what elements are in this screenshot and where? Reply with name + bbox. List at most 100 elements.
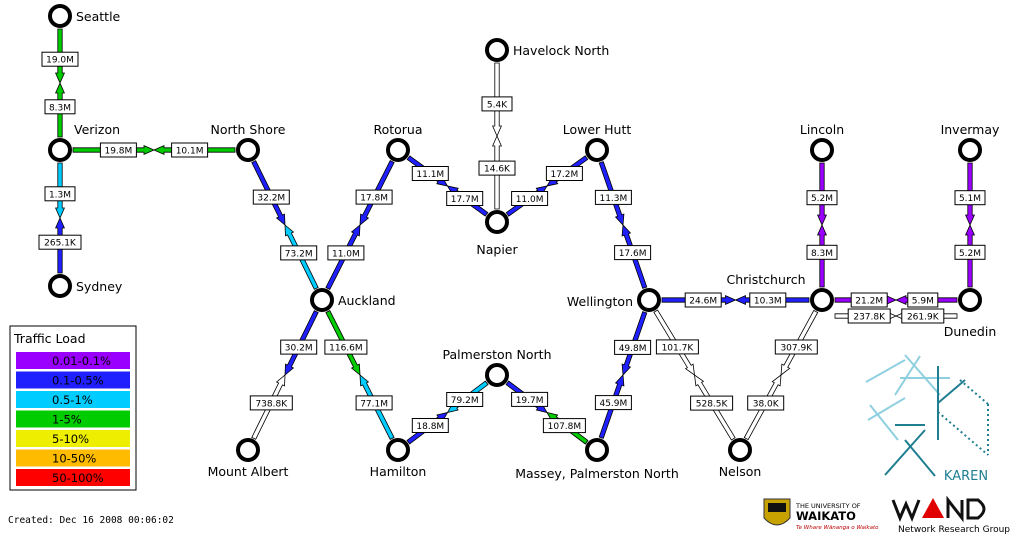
waikato-logo: THE UNIVERSITY OF WAIKATO Te Whare Wānan… [763, 498, 879, 531]
traffic-label: 11.0M [511, 191, 549, 206]
svg-text:116.6M: 116.6M [329, 344, 363, 354]
node-label: Dunedin [944, 324, 997, 339]
legend-label: 0.1-0.5% [52, 374, 104, 388]
traffic-label: 77.1M [355, 395, 393, 411]
node-circle-icon [728, 438, 752, 462]
traffic-label: 5.4K [481, 96, 513, 112]
traffic-label: 18.8M [411, 418, 449, 433]
links-layer [54, 28, 976, 445]
node-lowerhutt[interactable]: Lower Hutt [563, 122, 632, 162]
wand-w-icon [891, 499, 921, 522]
svg-text:5.2M: 5.2M [959, 249, 981, 259]
traffic-label: 17.6M [614, 245, 652, 261]
traffic-label: 17.7M [446, 191, 484, 206]
svg-text:11.3M: 11.3M [599, 194, 627, 204]
traffic-label: 738.8K [249, 395, 293, 411]
legend-swatch [16, 469, 130, 486]
node-christchurch[interactable]: Christchurch [726, 272, 834, 312]
node-label: Massey, Palmerston North [515, 466, 679, 481]
node-dunedin[interactable]: Dunedin [944, 288, 997, 339]
link-wellington-massey [598, 311, 648, 439]
traffic-label: 5.2M [954, 244, 986, 260]
svg-text:10.1M: 10.1M [176, 147, 204, 157]
traffic-label: 11.1M [411, 166, 449, 181]
svg-text:17.8M: 17.8M [360, 194, 388, 204]
legend-label: 50-100% [52, 471, 104, 485]
node-palmerston[interactable]: Palmerston North [442, 347, 552, 387]
node-sydney[interactable]: Sydney [48, 274, 123, 298]
node-auckland[interactable]: Auckland [310, 288, 396, 312]
wand-subtitle: Network Research Group [898, 525, 1010, 535]
node-nelson[interactable]: Nelson [719, 438, 762, 479]
traffic-label: 10.1M [171, 142, 209, 158]
link-hamilton-palmerston [406, 380, 489, 445]
legend-swatch [16, 410, 130, 428]
traffic-label: 19.7M [511, 391, 549, 407]
link-palmerston-massey [505, 380, 589, 445]
legend-swatch [16, 371, 130, 389]
svg-text:101.7K: 101.7K [662, 343, 695, 353]
node-circle-icon [310, 288, 334, 312]
waikato-motto-text: Te Whare Wānanga o Waikato [796, 525, 879, 531]
svg-text:19.7M: 19.7M [516, 396, 544, 406]
node-invermay[interactable]: Invermay [941, 122, 1000, 162]
node-circle-icon [585, 138, 609, 162]
node-label: Nelson [719, 464, 762, 479]
legend-label: 1-5% [52, 413, 82, 427]
svg-text:5.4K: 5.4K [487, 100, 508, 110]
traffic-label: 237.8K [847, 308, 891, 324]
traffic-label: 38.0K [747, 395, 785, 411]
node-havelock[interactable]: Havelock North [485, 38, 609, 62]
node-mountalbert[interactable]: Mount Albert [208, 438, 289, 479]
legend-item: 5-10% [16, 430, 130, 447]
traffic-label: 261.9K [901, 308, 945, 324]
link-wellington-christchurch [661, 294, 810, 306]
legend-item: 50-100% [16, 469, 130, 486]
svg-text:79.2M: 79.2M [451, 396, 479, 406]
node-wellington[interactable]: Wellington [567, 288, 661, 312]
traffic-label: 17.8M [355, 189, 393, 205]
link-lowerhutt-napier [505, 155, 589, 217]
node-circle-icon [485, 38, 509, 62]
node-napier[interactable]: Napier [476, 210, 518, 257]
legend-item: 0.1-0.5% [16, 371, 130, 389]
node-seattle[interactable]: Seattle [48, 4, 121, 28]
svg-text:528.5K: 528.5K [696, 400, 729, 410]
traffic-label: 21.2M [850, 292, 888, 308]
legend-title: Traffic Load [13, 331, 86, 346]
svg-text:14.6K: 14.6K [484, 165, 511, 175]
traffic-label: 10.3M [749, 292, 787, 308]
node-label: Wellington [567, 294, 633, 309]
node-massey[interactable]: Massey, Palmerston North [515, 438, 679, 481]
traffic-label: 45.9M [594, 395, 632, 411]
wand-logo: Network Research Group [891, 495, 1010, 535]
node-circle-icon [485, 363, 509, 387]
traffic-label: 5.2M [806, 190, 838, 206]
traffic-label: 14.6K [478, 160, 516, 176]
node-hamilton[interactable]: Hamilton [370, 438, 427, 479]
svg-text:18.8M: 18.8M [416, 422, 444, 432]
node-circle-icon [810, 138, 834, 162]
link-lincoln-christchurch [816, 162, 828, 288]
traffic-label: 307.9K [774, 339, 818, 355]
link-wellington-nelson [653, 309, 736, 441]
svg-text:32.2M: 32.2M [257, 194, 285, 204]
node-rotorua[interactable]: Rotorua [373, 122, 423, 162]
legend-label: 0.5-1% [52, 393, 93, 407]
node-label: Seattle [76, 9, 121, 24]
svg-text:17.2M: 17.2M [550, 170, 578, 180]
node-northshore[interactable]: North Shore [211, 122, 286, 162]
traffic-label: 265.1K [38, 234, 82, 250]
svg-text:24.6M: 24.6M [689, 297, 717, 307]
link-havelock-napier [491, 62, 503, 210]
node-lincoln[interactable]: Lincoln [800, 122, 844, 162]
node-verizon[interactable]: Verizon [48, 122, 120, 162]
traffic-label: 19.8M [99, 142, 137, 158]
node-label: Auckland [338, 293, 396, 308]
svg-text:5.9M: 5.9M [912, 297, 934, 307]
svg-text:8.3M: 8.3M [49, 103, 71, 113]
legend-item: 0.5-1% [16, 391, 130, 408]
node-circle-icon [386, 138, 410, 162]
